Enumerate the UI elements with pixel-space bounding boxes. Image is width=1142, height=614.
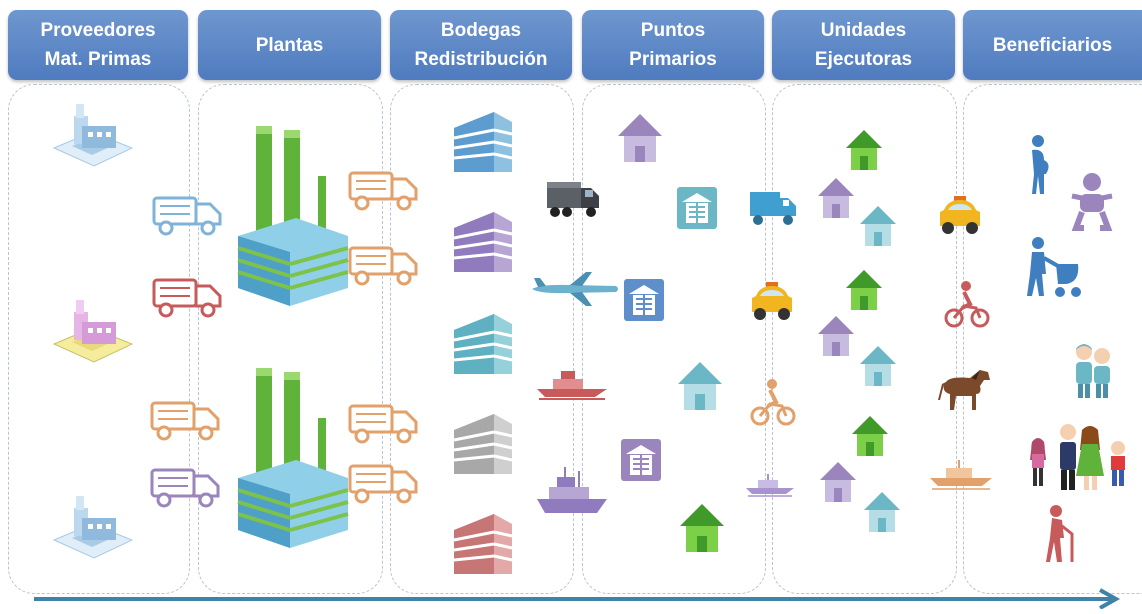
warehouse-building-icon [450,510,516,576]
truck-icon [152,190,224,238]
supplier-building-icon [52,298,134,376]
house-icon [818,460,858,504]
factory-icon [236,362,351,550]
stage-header-line: Proveedores [40,20,156,41]
stage-header-line: Mat. Primas [44,49,152,70]
house-icon [858,344,898,388]
horse-icon [936,364,994,412]
parent-stroller-icon [1022,236,1084,300]
supplier-building-icon [52,494,134,572]
house-icon [844,268,884,312]
house-icon [616,112,664,164]
stage-column-puntos [582,84,766,594]
truck-icon [348,458,420,506]
boat-icon [928,458,994,492]
house-icon [850,414,890,458]
warehouse-building-icon [450,208,516,274]
stage-header-line: Bodegas [440,20,522,41]
truck-icon [150,395,222,443]
truck-icon [150,462,222,510]
boat-icon [744,472,796,498]
truck-icon [348,240,420,288]
delivery-truck-icon [748,186,798,228]
stage-header-puntos: Puntos Primarios [582,10,764,80]
stage-header-line: Ejecutoras [814,49,913,70]
airplane-icon [530,270,620,308]
taxi-icon [748,280,796,324]
elderly-person-icon [1042,504,1078,564]
house-icon [816,176,856,220]
house-icon [858,204,898,248]
house-icon [862,490,902,534]
baby-icon [1070,172,1114,234]
boat-icon [535,365,609,401]
stage-header-plantas: Plantas [198,10,381,80]
stage-header-unidades: Unidades Ejecutoras [772,10,955,80]
house-icon [676,360,724,412]
stage-header-line: Redistribución [414,49,548,70]
warehouse-door-icon [676,186,718,230]
motorcycle-icon [750,378,796,426]
warehouse-building-icon [450,108,516,174]
family-icon [1024,420,1136,492]
factory-icon [236,120,351,308]
motorcycle-icon [944,280,990,328]
truck-icon [152,272,224,320]
house-icon [816,314,856,358]
warehouse-building-icon [450,410,516,476]
pregnant-woman-icon [1026,134,1054,196]
flow-arrow [0,585,1142,614]
semi-truck-icon [545,178,601,222]
stage-header-line: Beneficiarios [992,34,1113,56]
stage-header-line: Puntos [640,20,706,41]
stage-header-proveedores: Proveedores Mat. Primas [8,10,188,80]
truck-icon [348,398,420,446]
stage-header-line: Unidades [820,20,907,41]
stage-header-beneficiarios: Beneficiarios [963,10,1142,80]
stage-header-line: Primarios [629,49,717,70]
supplier-building-icon [52,102,134,180]
warehouse-door-icon [623,278,665,322]
warehouse-door-icon [620,438,662,482]
stage-header-bodegas: Bodegas Redistribución [390,10,572,80]
children-icon [1070,342,1116,400]
taxi-icon [936,194,984,238]
house-icon [844,128,884,172]
ship-icon [535,465,609,517]
stage-header-line: Plantas [255,34,324,56]
warehouse-building-icon [450,310,516,376]
truck-icon [348,165,420,213]
house-icon [678,502,726,554]
